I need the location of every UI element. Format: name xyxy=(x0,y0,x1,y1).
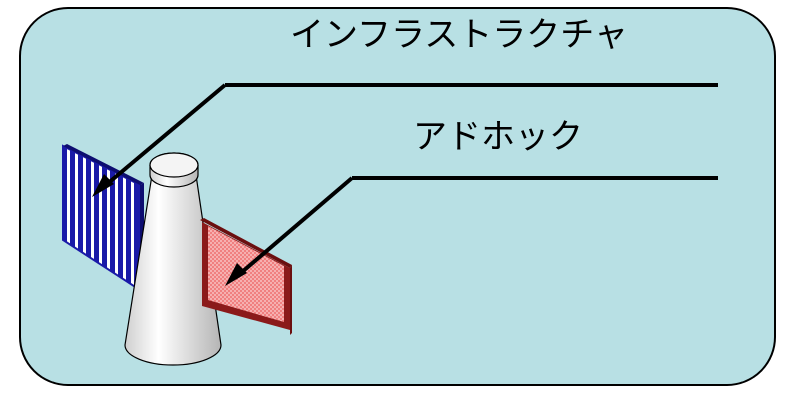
infrastructure-arrow-shaft xyxy=(98,83,227,192)
checkered-panel-icon xyxy=(200,218,292,335)
adhoc-label: アドホック xyxy=(413,117,583,157)
infrastructure-arrowhead xyxy=(92,174,114,197)
access-point-tower-icon xyxy=(124,152,222,366)
adhoc-arrowhead xyxy=(225,263,247,286)
striped-panel-icon xyxy=(62,144,144,292)
adhoc-arrow-shaft xyxy=(233,176,354,280)
infrastructure-label: インフラストラクチャ xyxy=(290,15,628,55)
